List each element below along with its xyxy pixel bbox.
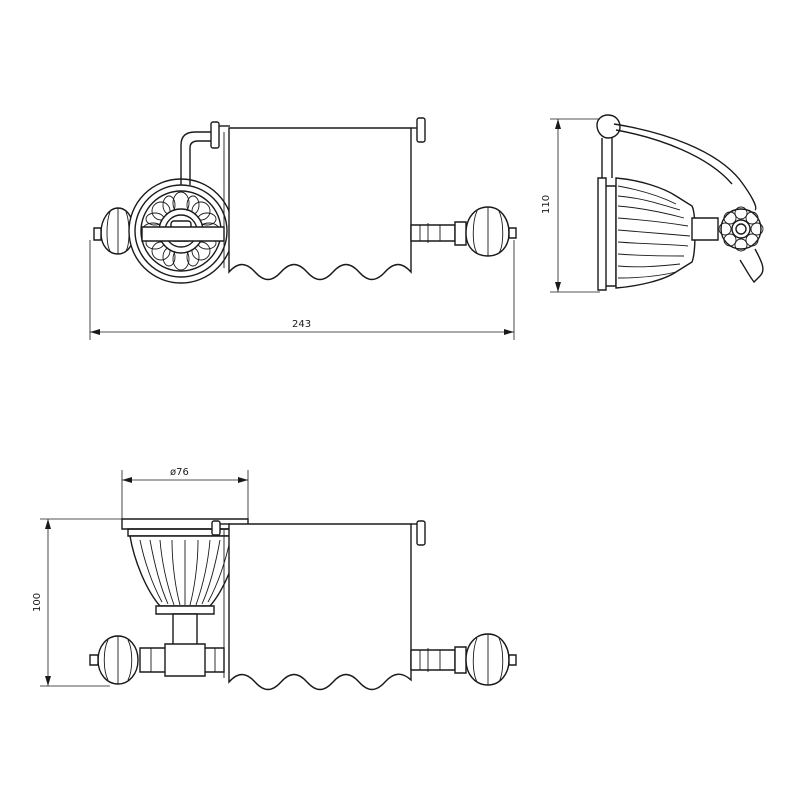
dimension-label-100: 100 (32, 593, 43, 612)
front-view: 243 (89, 117, 517, 340)
flower-knob-side (718, 206, 764, 252)
dimension-label-110: 110 (541, 195, 552, 214)
top-view: ø76 100 (32, 467, 517, 691)
dimension-height-top: 100 (32, 518, 122, 687)
paper-arc-side (596, 114, 764, 284)
dimension-height-side: 110 (541, 118, 600, 293)
roll-arm-front (180, 121, 230, 185)
dimension-width-front: 243 (89, 240, 515, 340)
dimension-label-243: 243 (292, 319, 311, 330)
dimension-diameter-top: ø76 (121, 467, 249, 519)
left-finial-top (89, 635, 139, 685)
right-finial-top (410, 633, 517, 686)
right-finial-front (410, 206, 517, 257)
dimension-label-76: ø76 (170, 467, 189, 478)
side-view: 110 (541, 114, 764, 293)
paper-roll-top (223, 520, 426, 691)
fluted-cup-top (129, 535, 241, 615)
paper-roll-front (223, 117, 426, 281)
fluted-body-side (615, 177, 696, 289)
